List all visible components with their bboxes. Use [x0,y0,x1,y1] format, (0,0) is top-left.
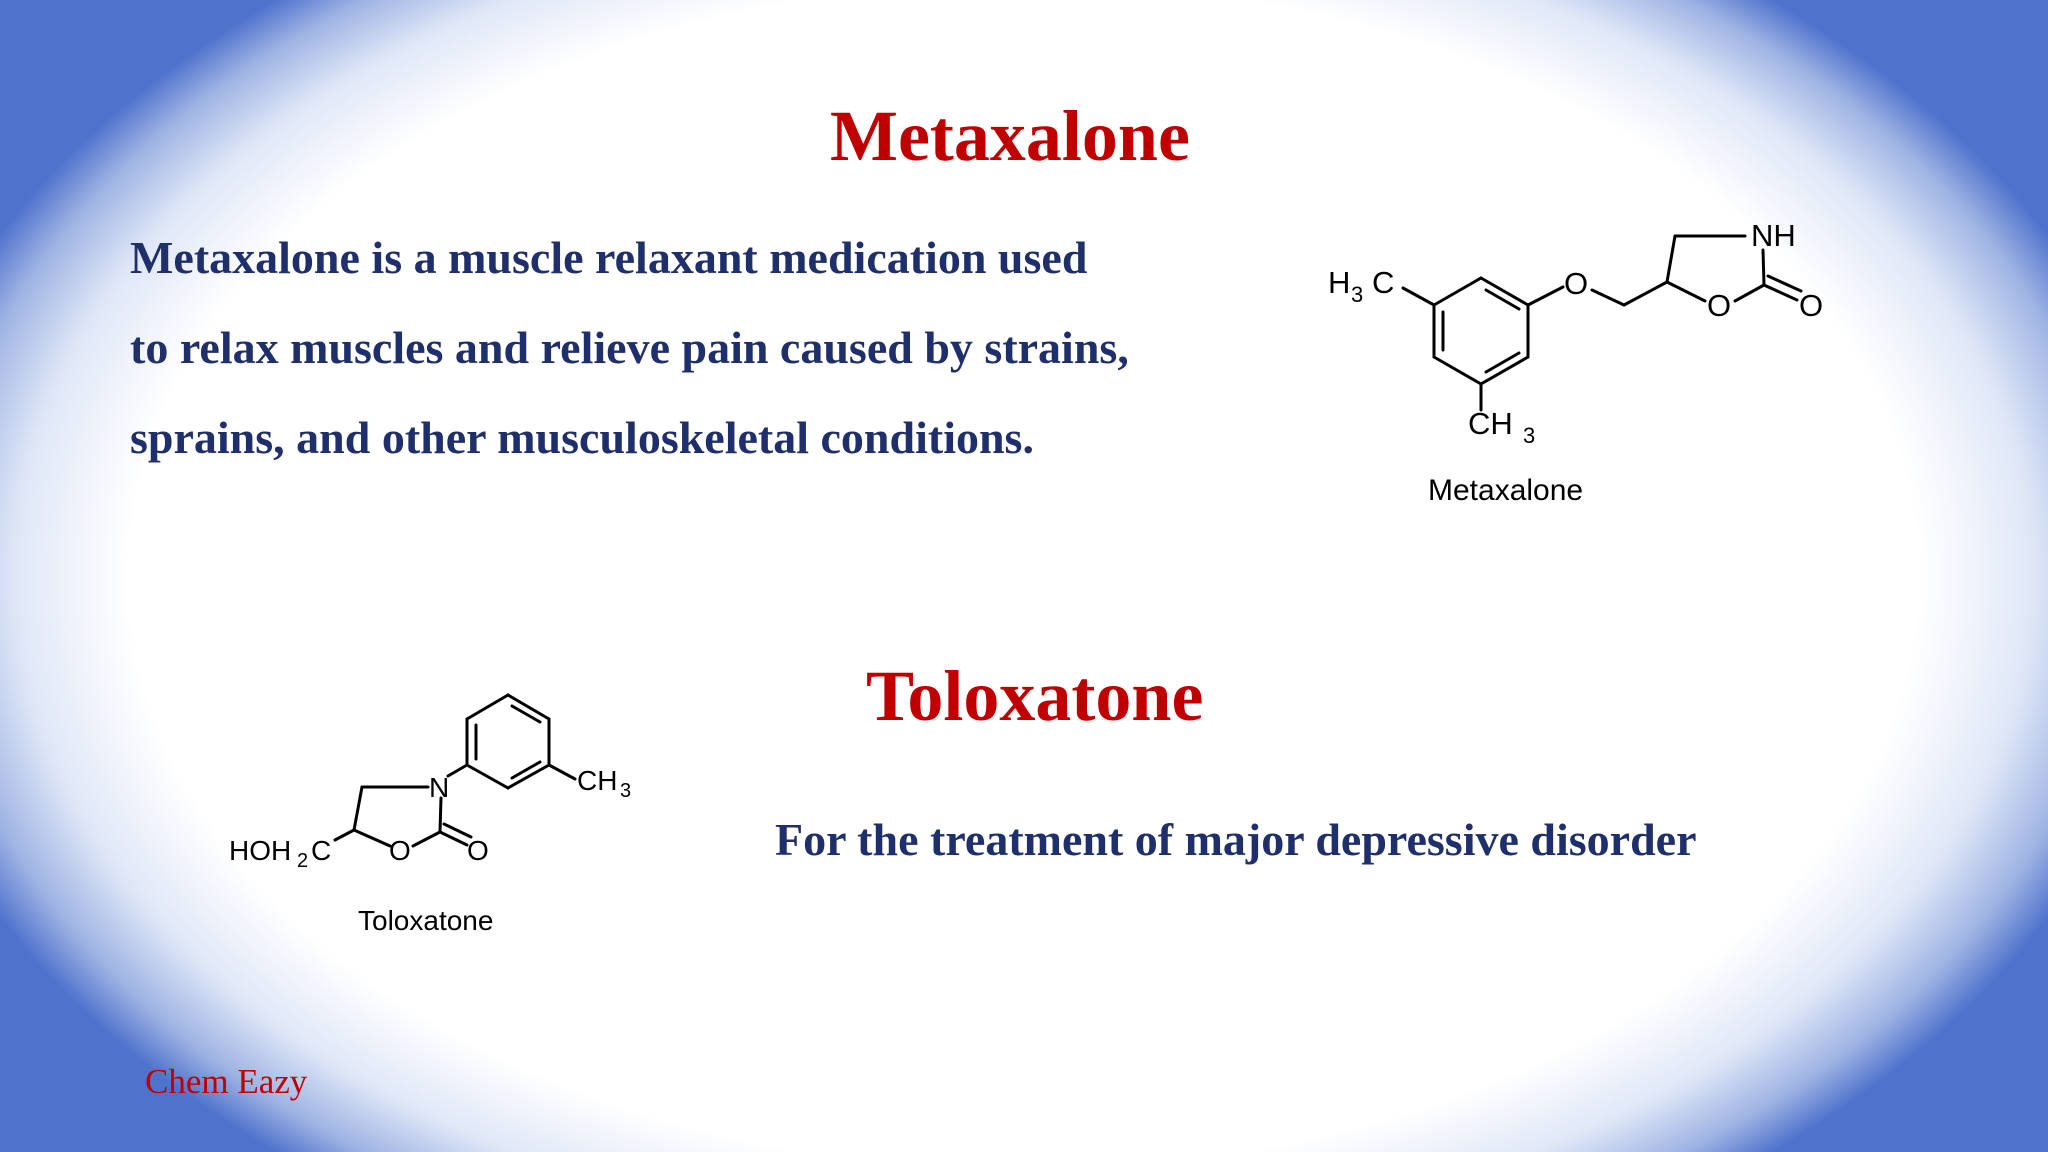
metaxalone-structure-svg: H 3 C CH 3 O NH O O Metaxalone [1328,218,1823,507]
carbon-label: C [311,835,331,866]
toloxatone-description: For the treatment of major depressive di… [775,814,1697,865]
metaxalone-atom-labels: H 3 C CH 3 O NH O O Metaxalone [1328,218,1823,507]
metaxalone-structure: H 3 C CH 3 O NH O O Metaxalone [1300,200,1860,520]
metaxalone-bonds [1401,234,1803,412]
metaxalone-description-line: to relax muscles and relieve pain caused… [130,322,1129,373]
metaxalone-description-line: sprains, and other musculoskeletal condi… [130,412,1034,463]
nitrogen-label: N [429,772,449,803]
methyl-subscript-label: 3 [1351,282,1363,307]
toloxatone-structure: N CH 3 HOH 2 C O O Toloxatone [200,660,680,950]
methyl-ch-label: CH [577,765,617,796]
toloxatone-structure-svg: N CH 3 HOH 2 C O O Toloxatone [229,693,631,936]
toloxatone-caption: Toloxatone [358,905,493,936]
methyl-ch-label: CH [1468,406,1513,441]
metaxalone-caption: Metaxalone [1428,474,1583,507]
toloxatone-atom-labels: N CH 3 HOH 2 C O O Toloxatone [229,765,631,936]
hoh-label: HOH [229,835,291,866]
nh-label: NH [1751,218,1796,253]
toloxatone-bonds [333,693,577,848]
metaxalone-description: Metaxalone is a muscle relaxant medicati… [130,213,1129,483]
methyl-h-label: H [1328,265,1350,300]
subscript-2-label: 2 [297,850,308,872]
carbonyl-oxygen-label: O [467,835,489,866]
methyl-c-label: C [1372,265,1394,300]
ether-oxygen-label: O [1564,266,1588,301]
carbonyl-oxygen-label: O [1799,288,1823,323]
toloxatone-title: Toloxatone [866,656,1204,736]
metaxalone-title: Metaxalone [830,96,1190,176]
chem-eazy-watermark: Chem Eazy [145,1062,308,1101]
methyl-subscript-label: 3 [1523,423,1535,448]
methyl-subscript-label: 3 [620,780,631,802]
ring-oxygen-label: O [389,835,411,866]
metaxalone-description-line: Metaxalone is a muscle relaxant medicati… [130,232,1088,283]
ring-oxygen-label: O [1707,288,1731,323]
